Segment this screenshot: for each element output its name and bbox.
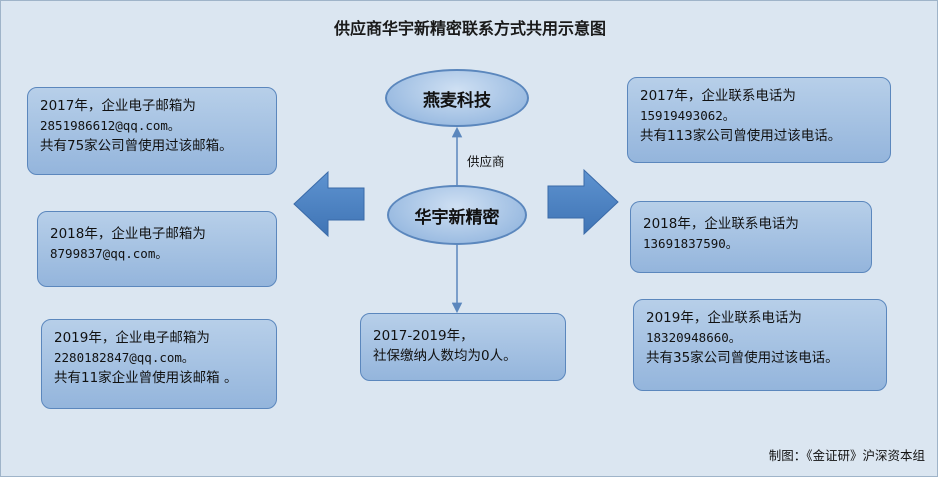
credit-text: 制图：《金证研》沪深资本组 (768, 448, 925, 463)
email-box-2018: 2018年，企业电子邮箱为 8799837@qq.com。 (37, 211, 277, 287)
email-2019-line1: 2019年，企业电子邮箱为 (54, 330, 210, 346)
left-block-arrow (293, 170, 365, 238)
email-box-2017: 2017年，企业电子邮箱为 2851986612@qq.com。 共有75家公司… (27, 87, 277, 175)
edge-label-supplier: 供应商 (467, 154, 505, 169)
node-yanmai-label: 燕麦科技 (423, 90, 491, 111)
diagram-title: 供应商华宇新精密联系方式共用示意图 (333, 19, 606, 38)
social-security-years: 2017-2019年， (373, 328, 474, 344)
node-huayu-precision: 华宇新精密 (387, 185, 527, 245)
email-box-2019: 2019年，企业电子邮箱为 2280182847@qq.com。 共有11家企业… (41, 319, 277, 409)
phone-2019-number: 18320948660。 (646, 330, 742, 345)
node-yanmai-tech: 燕麦科技 (385, 69, 529, 127)
phone-2019-line1: 2019年，企业联系电话为 (646, 310, 802, 326)
social-security-note: 社保缴纳人数均为0人。 (373, 348, 517, 364)
social-security-box: 2017-2019年， 社保缴纳人数均为0人。 (360, 313, 566, 381)
phone-2018-number: 13691837590。 (643, 236, 739, 251)
phone-box-2018: 2018年，企业联系电话为 13691837590。 (630, 201, 872, 273)
email-2017-address: 2851986612@qq.com。 (40, 118, 181, 133)
email-2017-note: 共有75家公司曾使用过该邮箱。 (40, 138, 233, 154)
phone-2019-note: 共有35家公司曾使用过该电话。 (646, 350, 839, 366)
phone-2018-line1: 2018年，企业联系电话为 (643, 216, 799, 232)
node-huayu-label: 华宇新精密 (414, 207, 500, 228)
phone-2017-line1: 2017年，企业联系电话为 (640, 88, 796, 104)
email-2019-note: 共有11家企业曾使用该邮箱 。 (54, 370, 238, 386)
email-2018-line1: 2018年，企业电子邮箱为 (50, 226, 206, 242)
email-2017-line1: 2017年，企业电子邮箱为 (40, 98, 196, 114)
phone-box-2017: 2017年，企业联系电话为 15919493062。 共有113家公司曾使用过该… (627, 77, 891, 163)
phone-2017-note: 共有113家公司曾使用过该电话。 (640, 128, 842, 144)
email-2019-address: 2280182847@qq.com。 (54, 350, 195, 365)
right-block-arrow (547, 168, 619, 236)
email-2018-address: 8799837@qq.com。 (50, 246, 168, 261)
phone-box-2019: 2019年，企业联系电话为 18320948660。 共有35家公司曾使用过该电… (633, 299, 887, 391)
phone-2017-number: 15919493062。 (640, 108, 736, 123)
